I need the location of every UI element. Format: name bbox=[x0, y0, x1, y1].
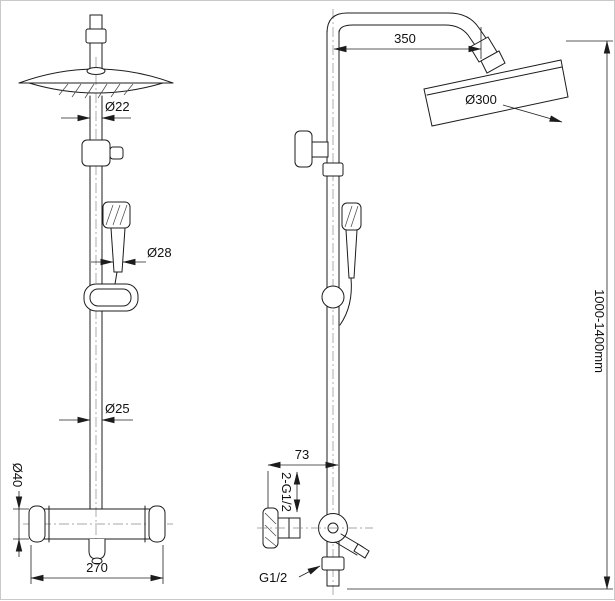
dim-wall-offset: 73 bbox=[267, 447, 339, 510]
overhead-shower-head-side bbox=[423, 59, 569, 127]
mixer-valve-front bbox=[28, 505, 166, 565]
side-view: 350 Ø300 73 bbox=[257, 9, 613, 595]
dim-head-size: Ø300 bbox=[465, 92, 563, 123]
spray-face-hatch bbox=[58, 83, 134, 99]
hand-shower-side bbox=[339, 202, 362, 326]
dim-valve-width: 270 bbox=[30, 545, 164, 584]
dim-label-pipe-lower: Ø25 bbox=[105, 401, 130, 416]
dim-label-outlet-thread: G1/2 bbox=[259, 570, 287, 585]
rain-shower-head bbox=[18, 67, 174, 99]
hand-shower-hatch bbox=[105, 204, 128, 226]
slider-knob-side bbox=[321, 285, 345, 309]
dim-label-height-range: 1000-1400mm bbox=[592, 289, 607, 373]
front-view: Ø22 Ø28 bbox=[10, 14, 174, 584]
dim-label-valve-width: 270 bbox=[86, 560, 108, 575]
dim-label-hand-shower: Ø28 bbox=[147, 245, 172, 260]
dim-label-head-size: Ø300 bbox=[465, 92, 497, 107]
mixer-valve-side bbox=[257, 507, 373, 571]
hand-shower-front bbox=[102, 201, 131, 285]
dim-arm-reach: 350 bbox=[333, 27, 482, 59]
dim-label-arm-reach: 350 bbox=[394, 31, 416, 46]
hand-shower-holder bbox=[83, 283, 139, 312]
slider-knob bbox=[81, 139, 124, 167]
dim-outlet-thread: G1/2 bbox=[259, 565, 321, 585]
pipe-joint-nut bbox=[322, 162, 344, 177]
dim-label-inlet-threads: 2-G1/2 bbox=[279, 472, 294, 512]
hand-shower-side-hatch bbox=[344, 205, 359, 228]
dim-label-wall-offset: 73 bbox=[295, 447, 309, 462]
dim-hand-shower: Ø28 bbox=[91, 245, 172, 266]
flange-hatch bbox=[264, 512, 277, 547]
side-riser-pipe bbox=[326, 30, 340, 587]
dim-pipe-upper: Ø22 bbox=[61, 99, 131, 122]
wall-bracket bbox=[294, 130, 329, 168]
dim-height-range: 1000-1400mm bbox=[347, 40, 613, 590]
shower-arm bbox=[326, 12, 506, 74]
dim-valve-body: Ø40 bbox=[10, 463, 29, 557]
dim-inlet-threads: 2-G1/2 bbox=[279, 471, 301, 513]
dim-pipe-lower: Ø25 bbox=[59, 401, 133, 424]
dim-label-pipe-upper: Ø22 bbox=[105, 99, 130, 114]
dim-label-valve-body: Ø40 bbox=[10, 463, 25, 488]
riser-pipe-top bbox=[85, 14, 107, 74]
